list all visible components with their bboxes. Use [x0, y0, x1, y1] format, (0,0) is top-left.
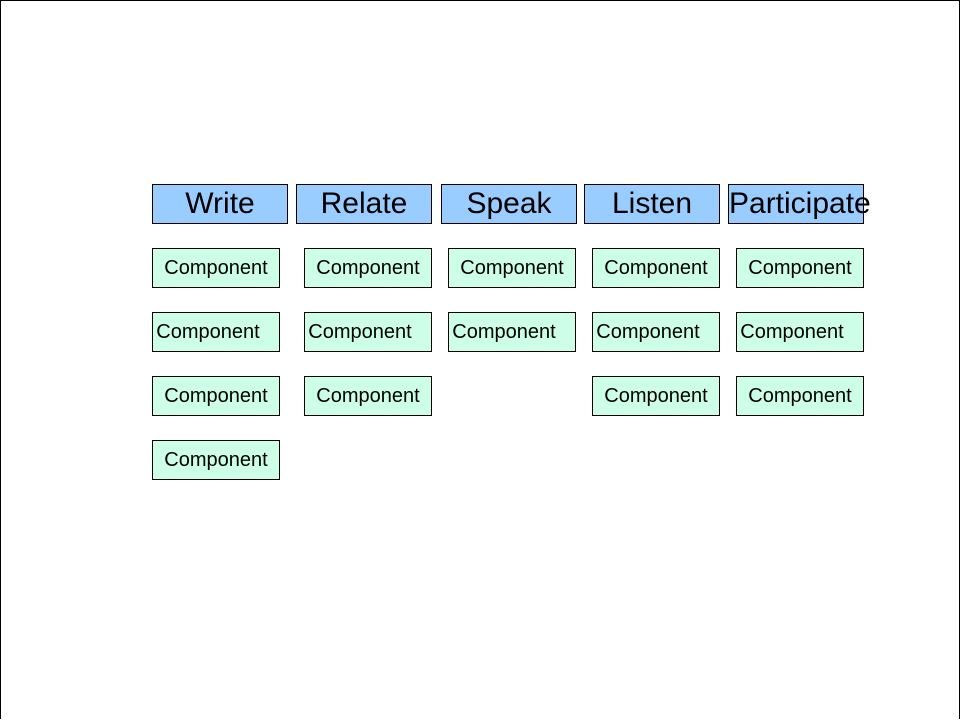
component-box: Component [736, 376, 864, 416]
component-box: Component [152, 248, 280, 288]
component-box: Component [304, 248, 432, 288]
component-label: Component [156, 321, 260, 343]
component-label: Component [604, 257, 708, 279]
component-box: Component [448, 312, 576, 352]
component-box: Component [152, 312, 280, 352]
component-label: Component [316, 385, 420, 407]
component-box: Component [592, 376, 720, 416]
component-box: Component [736, 312, 864, 352]
component-box: Component [304, 376, 432, 416]
component-box: Component [592, 248, 720, 288]
component-label: Component [604, 385, 708, 407]
component-label: Component [596, 321, 700, 343]
component-box: Component [152, 376, 280, 416]
header-participate: Participate [728, 184, 871, 224]
component-box: Component [592, 312, 720, 352]
component-box: Component [448, 248, 576, 288]
header-write: Write [152, 184, 288, 224]
component-box: Component [736, 248, 864, 288]
header-listen: Listen [584, 184, 720, 224]
component-label: Component [164, 385, 268, 407]
header-speak: Speak [441, 184, 577, 224]
component-box: Component [152, 440, 280, 480]
component-label: Component [164, 257, 268, 279]
component-label: Component [748, 385, 852, 407]
component-label: Component [308, 321, 412, 343]
component-label: Component [316, 257, 420, 279]
component-box: Component [304, 312, 432, 352]
header-relate: Relate [296, 184, 432, 224]
component-label: Component [164, 449, 268, 471]
component-label: Component [452, 321, 556, 343]
component-label: Component [740, 321, 844, 343]
component-label: Component [460, 257, 564, 279]
component-label: Component [748, 257, 852, 279]
